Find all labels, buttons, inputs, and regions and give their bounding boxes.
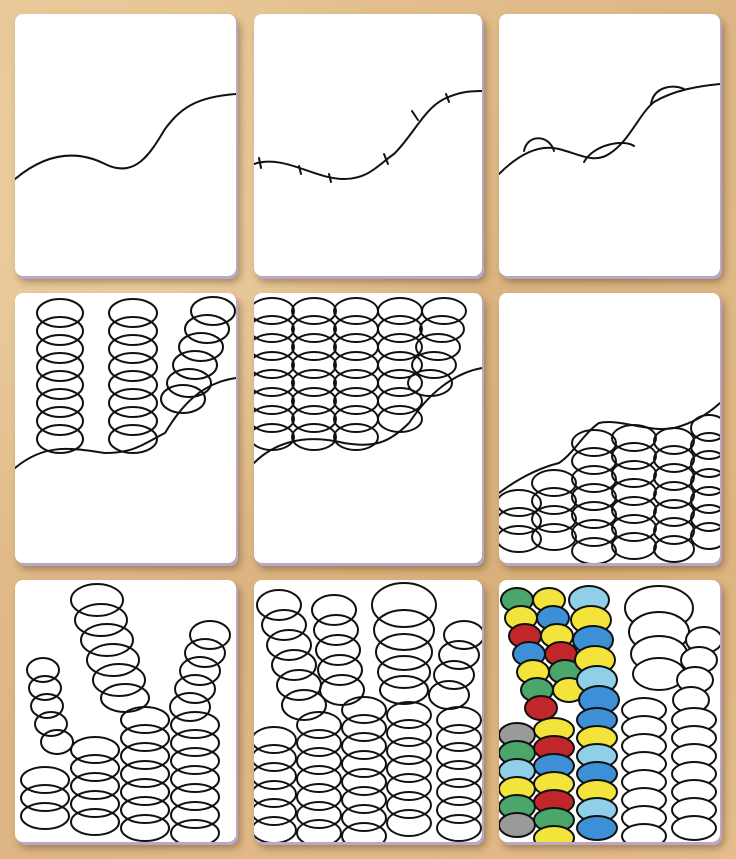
step-panel-6 [499,293,720,563]
wavy-line-drawing [15,93,236,180]
full-pattern-drawing [254,582,482,842]
colored-pattern-drawing [499,585,720,842]
filled-columns-drawing [254,297,482,464]
step-panel-5 [254,293,482,563]
downward-columns-drawing [499,402,720,563]
wavy-line-with-bumps-drawing [499,83,720,175]
three-stacked-columns-drawing [15,296,236,469]
step-panel-2 [254,14,482,276]
wavy-line-with-ticks-drawing [254,90,482,183]
step-panel-7 [15,580,236,842]
step-panel-4 [15,293,236,563]
combined-columns-drawing [20,583,231,842]
step-panel-9 [499,580,720,842]
step-panel-8 [254,580,482,842]
step-panel-1 [15,14,236,276]
step-panel-3 [499,14,720,276]
